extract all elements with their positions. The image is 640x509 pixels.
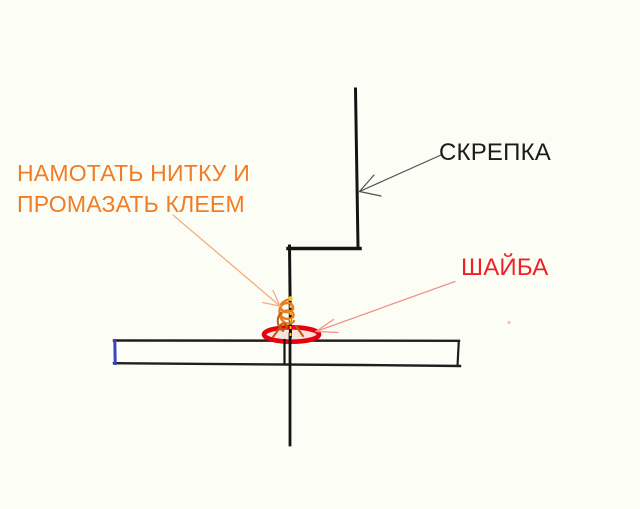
washer-pointer-barb-right xyxy=(315,330,339,334)
wire-top-vertical xyxy=(353,87,360,249)
paperclip-label: СКРЕПКА xyxy=(439,139,551,166)
board-bottom-edge xyxy=(112,361,462,368)
washer-pointer-barb-up xyxy=(315,318,335,333)
thread-glue-label: НАМОТАТЬ НИТКУ И ПРОМАЗАТЬ КЛЕЕМ xyxy=(17,158,250,220)
paperclip-pointer-line xyxy=(358,154,442,193)
washer-label: ШАЙБА xyxy=(461,254,549,281)
stray-dot xyxy=(507,320,511,325)
thread-coil xyxy=(272,297,304,338)
board xyxy=(112,338,462,368)
glue-top-dot xyxy=(288,296,293,301)
thread-pointer-line xyxy=(172,214,281,307)
thread-pointer-barb-up xyxy=(272,289,281,307)
board-right-edge xyxy=(456,339,460,368)
paperclip-pointer-arrow xyxy=(358,154,442,197)
glue-dots xyxy=(288,296,293,340)
paperclip-pointer-barb-up xyxy=(358,174,375,193)
thread-pointer-arrow xyxy=(172,214,281,307)
thread-pointer-barb-left xyxy=(261,301,281,307)
washer-pointer-line xyxy=(315,280,456,333)
paperclip-pointer-barb-down xyxy=(358,190,382,197)
thread-glue-label-line1: НАМОТАТЬ НИТКУ И xyxy=(17,160,250,186)
thread-glue-label-line2: ПРОМАЗАТЬ КЛЕЕМ xyxy=(17,191,245,217)
washer-pointer-arrow xyxy=(315,280,456,334)
coil-scribble-shadow xyxy=(272,312,304,338)
coil-scribble xyxy=(278,297,296,325)
paperclip-wire xyxy=(283,87,362,447)
